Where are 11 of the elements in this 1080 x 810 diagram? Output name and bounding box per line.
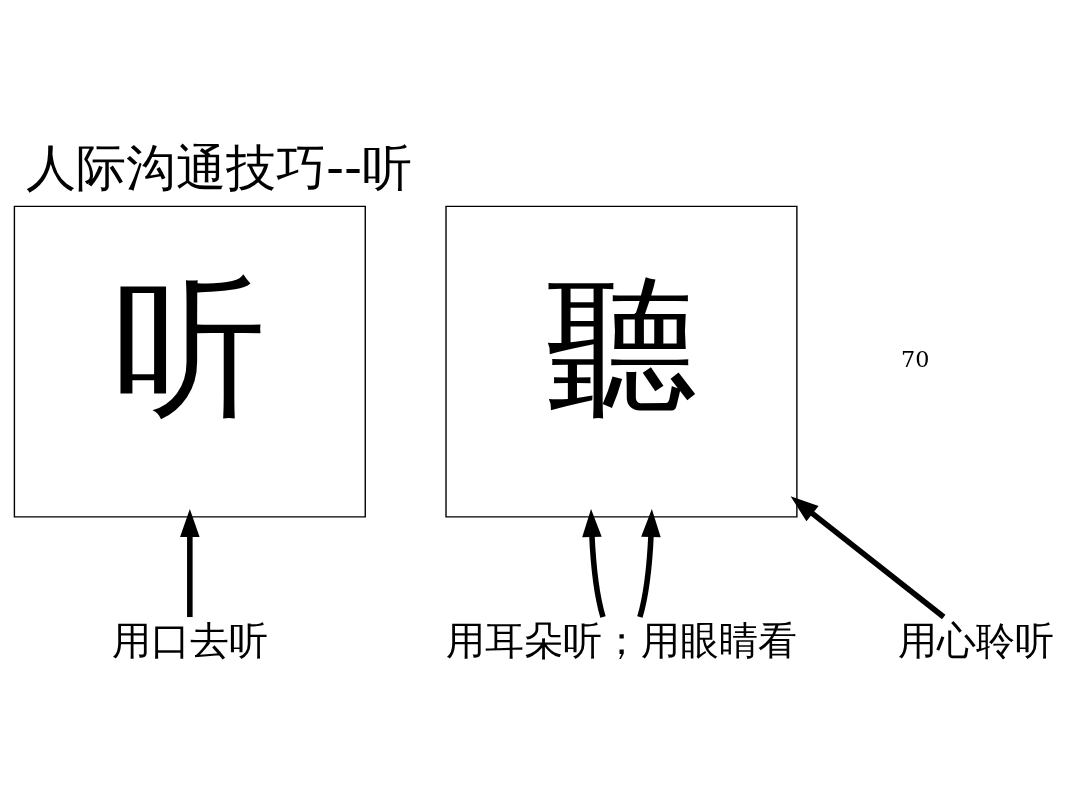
node-box: 听 <box>13 205 366 518</box>
node-box: 聽 <box>445 205 798 518</box>
node-text: 用口去听 <box>111 617 268 663</box>
arrow <box>637 508 661 618</box>
label: 70 <box>901 345 930 372</box>
arrow <box>582 508 606 618</box>
node-text: 用耳朵听；用眼睛看 <box>445 617 797 663</box>
node-text: 用心聆听 <box>898 617 1055 663</box>
arrow <box>180 508 200 617</box>
arrow <box>790 495 946 619</box>
diagram-title: 人际沟通技巧--听 <box>25 137 413 197</box>
